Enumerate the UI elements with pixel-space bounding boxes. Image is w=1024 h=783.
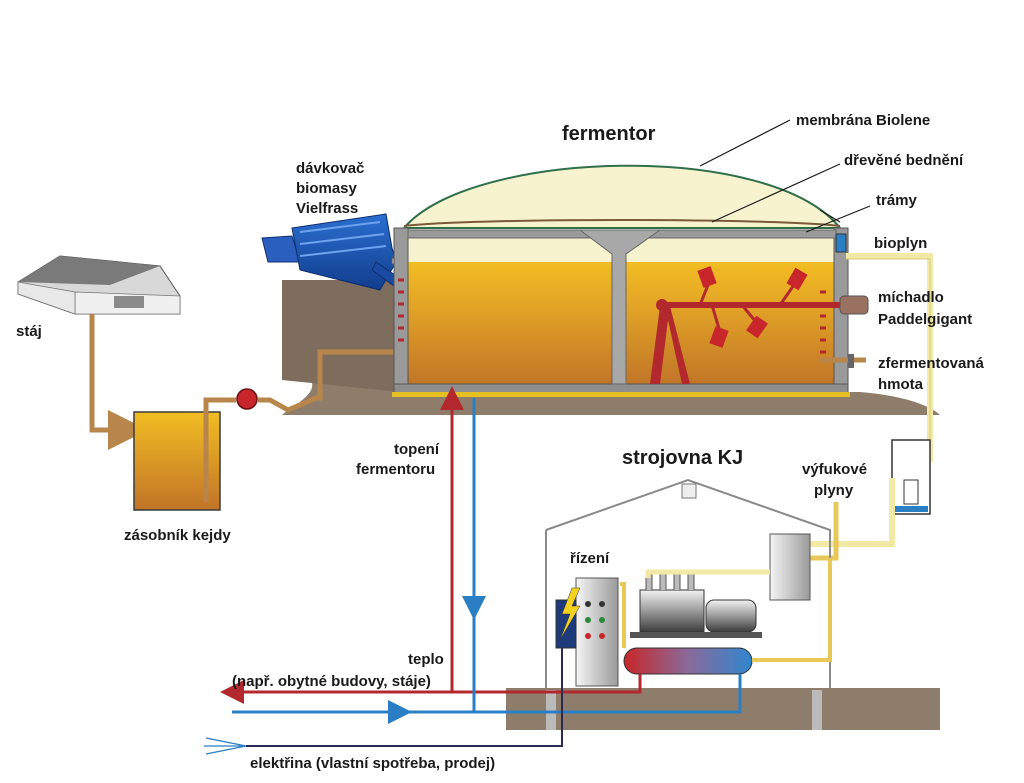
heating-pipe-hot	[232, 674, 642, 694]
condensate-trap	[891, 439, 931, 515]
slurry-pipe-stable	[89, 314, 148, 450]
stable	[17, 255, 181, 315]
membrane-dome	[401, 164, 843, 229]
label-mixer-1: míchadlo	[878, 289, 944, 306]
label-electricity: elektřina (vlastní spotřeba, prodej)	[250, 755, 495, 772]
label-exhaust-2: plyny	[814, 482, 854, 499]
mixer	[650, 266, 869, 384]
control-cabinet	[555, 577, 619, 687]
exhaust-heat-box	[769, 533, 811, 601]
pump-icon	[236, 388, 258, 410]
slurry-pipe-fermentor	[203, 349, 394, 502]
label-fermented-1: zfermentovaná	[878, 355, 985, 372]
label-doser-2: biomasy	[296, 180, 358, 197]
label-slurry-tank: zásobník kejdy	[124, 527, 231, 544]
label-fermented-2: hmota	[878, 376, 924, 393]
label-mixer-2: Paddelgigant	[878, 311, 972, 328]
ground-mound-shade	[282, 280, 400, 392]
label-control: řízení	[570, 550, 610, 567]
label-beams: trámy	[876, 192, 918, 209]
label-doser-3: Vielfrass	[296, 200, 358, 217]
label-exhaust-1: výfukové	[802, 461, 867, 478]
engine-cooling-pipe	[752, 558, 832, 662]
lightning-icon	[559, 587, 581, 641]
label-wood-boarding: dřevěné bednění	[844, 152, 964, 169]
label-membrane: membrána Biolene	[796, 112, 930, 129]
electricity-line	[246, 648, 563, 747]
chp-engine	[630, 573, 762, 638]
engine-room-floor	[506, 688, 940, 730]
label-stable: stáj	[16, 323, 42, 340]
label-fermentor: fermentor	[562, 123, 656, 145]
label-doser-1: dávkovač	[296, 160, 364, 177]
heat-exchanger	[623, 647, 753, 675]
exhaust-pipe-engine	[645, 569, 770, 578]
label-engine-room: strojovna KJ	[622, 447, 743, 469]
label-heating-2: fermentoru	[356, 461, 435, 478]
label-biogas: bioplyn	[874, 235, 927, 252]
exhaust-pipe	[808, 502, 839, 561]
label-heat-2: (např. obytné budovy, stáje)	[232, 673, 431, 690]
label-heating-1: topení	[394, 441, 440, 458]
leader-lines	[699, 119, 871, 233]
label-heat-1: teplo	[408, 651, 444, 668]
cable-end-icon	[204, 737, 247, 755]
fermentor	[392, 164, 869, 397]
